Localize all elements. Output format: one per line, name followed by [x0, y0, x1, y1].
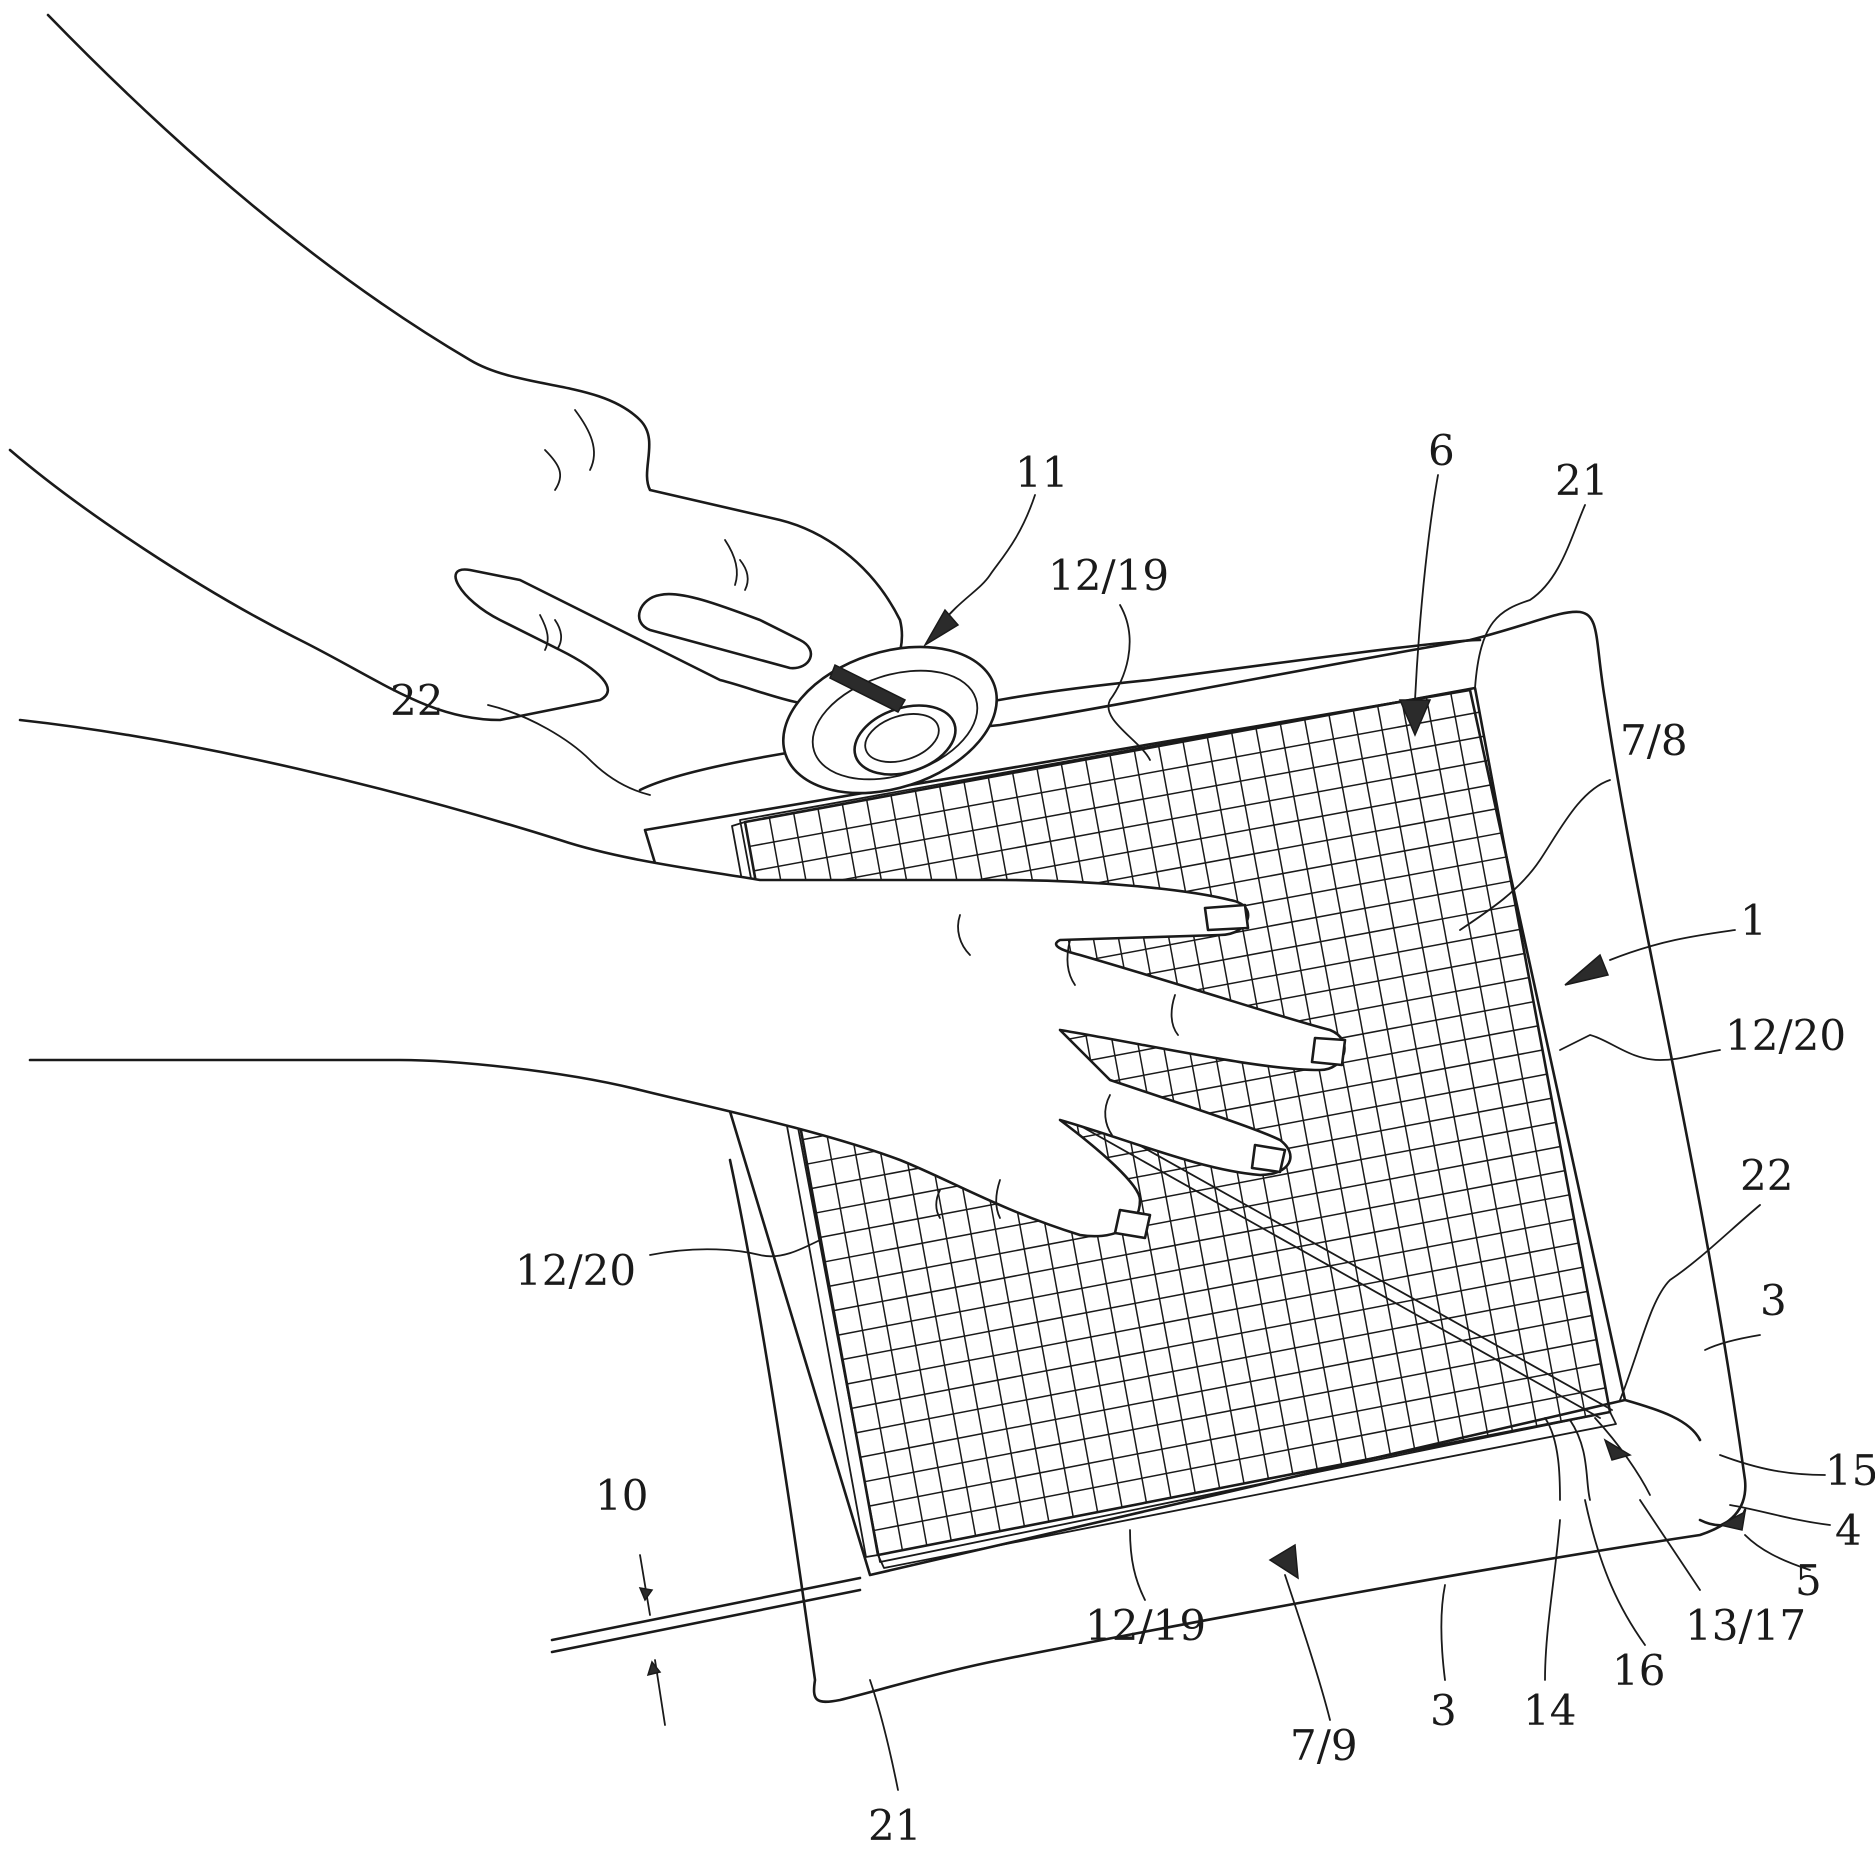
ref-10: 10 — [595, 1471, 648, 1520]
ref-12-19-bottom: 12/19 — [1085, 1601, 1206, 1650]
lower-hand — [20, 720, 1345, 1238]
ref-21-top: 21 — [1555, 456, 1608, 505]
ref-1: 1 — [1740, 896, 1767, 945]
grid-line-horizontal — [843, 1219, 1574, 1360]
ref-7-8: 7/8 — [1620, 716, 1688, 765]
ref-4: 4 — [1835, 1506, 1862, 1555]
ref-15: 15 — [1825, 1446, 1875, 1495]
ref-12-19-top: 12/19 — [1048, 551, 1169, 600]
ref-6: 6 — [1428, 426, 1455, 475]
grid-line-horizontal — [834, 1171, 1565, 1311]
grid-line-horizontal — [838, 1195, 1569, 1335]
ref-5: 5 — [1795, 1556, 1822, 1605]
upper-hand — [10, 15, 1016, 819]
ruler-edge — [552, 1555, 860, 1725]
ref-22-left: 22 — [390, 676, 443, 725]
ref-11: 11 — [1015, 448, 1068, 497]
ref-7-9: 7/9 — [1290, 1721, 1358, 1770]
ref-21-bottom: 21 — [868, 1801, 921, 1850]
ref-3-bottom: 3 — [1430, 1686, 1457, 1735]
grid-line-horizontal — [847, 1243, 1579, 1384]
ref-12-20-left: 12/20 — [515, 1246, 636, 1295]
ref-16: 16 — [1612, 1646, 1665, 1695]
ref-22-right: 22 — [1740, 1151, 1793, 1200]
ref-13-17: 13/17 — [1685, 1601, 1806, 1650]
ref-3-right: 3 — [1760, 1276, 1787, 1325]
ref-12-20-right: 12/20 — [1725, 1011, 1846, 1060]
ref-14: 14 — [1523, 1686, 1576, 1735]
